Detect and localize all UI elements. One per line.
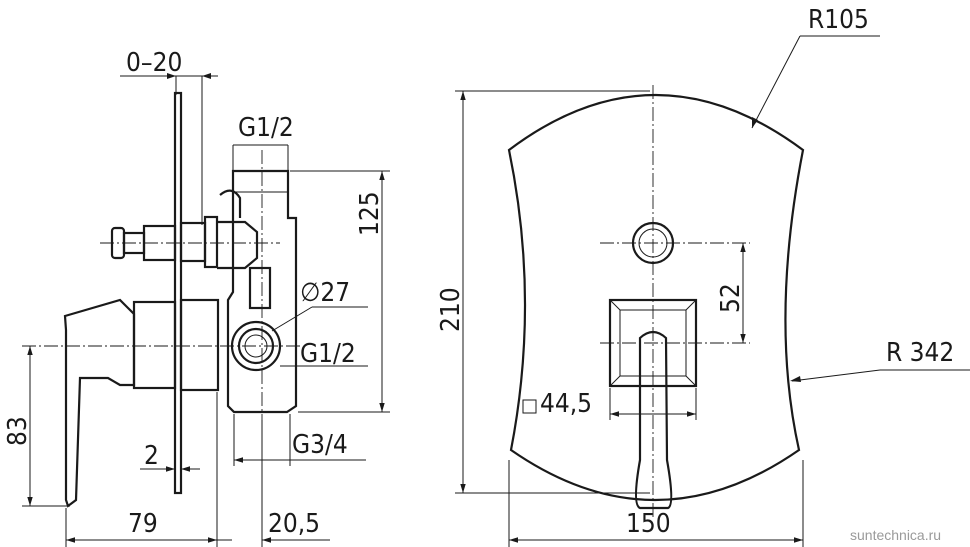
- dim-offset-label: 0–20: [126, 48, 182, 78]
- mixer-body-side: [219, 169, 298, 414]
- cover-plate-side: [173, 91, 183, 495]
- dim-thread-mid-label: G1/2: [300, 339, 356, 369]
- watermark-text: suntechnica.ru: [850, 527, 941, 543]
- dim-plate-label: 2: [144, 441, 159, 471]
- dim-front-width-label: 150: [626, 509, 671, 539]
- dim-height-label: 125: [355, 191, 385, 236]
- lever-handle-side: [63, 298, 220, 508]
- dim-body-label: 20,5: [268, 509, 320, 539]
- dim-radius-side-label: R 342: [886, 338, 954, 368]
- dim-lever-height-label: 83: [3, 416, 33, 446]
- dim-thread-top-label: G1/2: [238, 113, 294, 143]
- dim-diameter-label: ∅27: [300, 278, 350, 308]
- front-view: R105 210 52 R 342 44,5 150: [436, 5, 970, 547]
- dim-radius-top-label: R105: [808, 5, 869, 35]
- square-symbol-icon: [522, 399, 537, 414]
- side-view: 0–20 G1/2 125 ∅27 G1/2 G3/4 2 83: [3, 48, 390, 547]
- diverter-knob-side: [110, 215, 259, 270]
- dim-front-offset-label: 52: [716, 283, 746, 313]
- dim-front-height-label: 210: [436, 287, 466, 332]
- dim-depth-label: 79: [128, 509, 158, 539]
- dim-thread-bottom-label: G3/4: [292, 430, 348, 460]
- lever-handle-front: [634, 330, 673, 510]
- dim-square-label: 44,5: [540, 389, 592, 419]
- cover-plate-front: [507, 94, 805, 501]
